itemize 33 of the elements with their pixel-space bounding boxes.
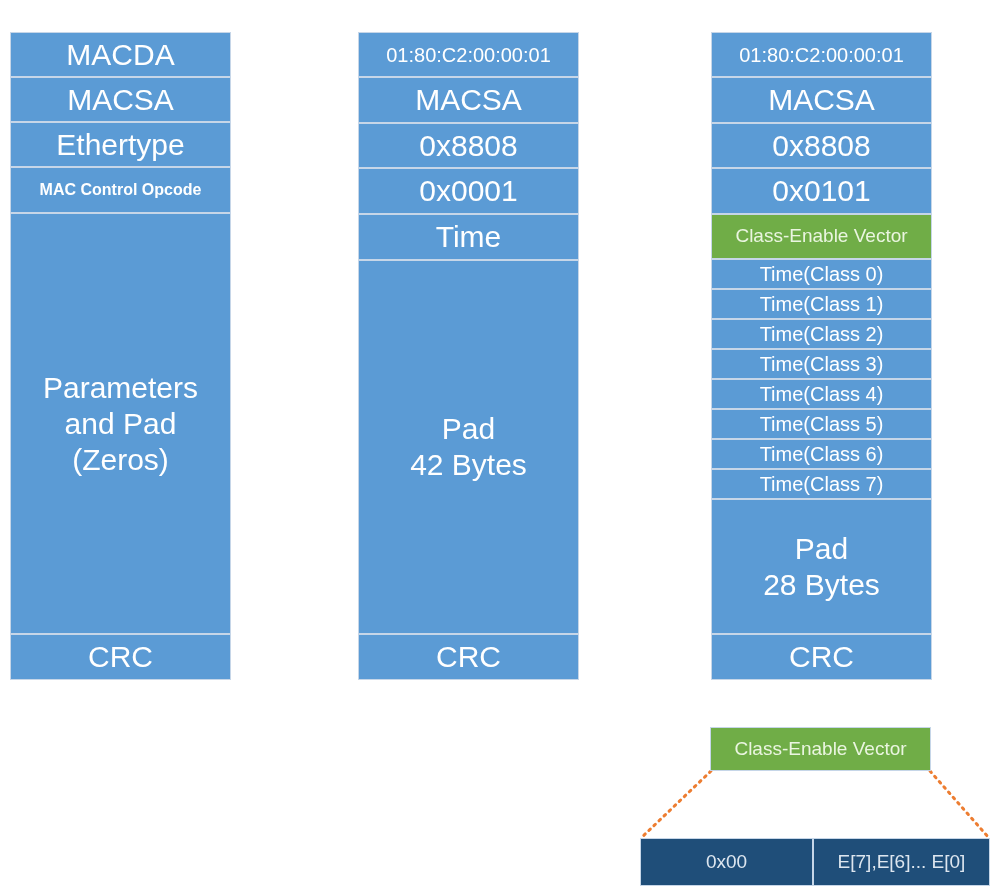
frame-field: Time(Class 2) — [711, 319, 932, 349]
class-enable-field: Class-Enable Vector — [711, 214, 932, 259]
vector-byte-field: 0x00 — [640, 838, 813, 886]
frame-field: Pad 42 Bytes — [358, 260, 579, 634]
class-enable-field: Class-Enable Vector — [710, 727, 931, 771]
frame-field: Time(Class 7) — [711, 469, 932, 499]
frame-field: Time(Class 5) — [711, 409, 932, 439]
frame-field: 0x0101 — [711, 168, 932, 214]
frame-field: Time(Class 6) — [711, 439, 932, 469]
frame-field: 0x8808 — [711, 123, 932, 168]
frame-field: 01:80:C2:00:00:01 — [358, 32, 579, 77]
frame-field: 0x8808 — [358, 123, 579, 168]
frame-field: 0x0001 — [358, 168, 579, 214]
frame-field: Time(Class 4) — [711, 379, 932, 409]
frame-field: Parameters and Pad (Zeros) — [10, 213, 231, 634]
vector-byte-field: E[7],E[6]... E[0] — [813, 838, 990, 886]
frame-field: CRC — [358, 634, 579, 680]
frame-field: MACSA — [358, 77, 579, 123]
frame-field: MACDA — [10, 32, 231, 77]
frame-field: Time(Class 3) — [711, 349, 932, 379]
frame-field: Time — [358, 214, 579, 260]
frame-field: MACSA — [711, 77, 932, 123]
frame-field: Ethertype — [10, 122, 231, 167]
frame-field: MACSA — [10, 77, 231, 122]
frame-field: 01:80:C2:00:00:01 — [711, 32, 932, 77]
frame-field: Time(Class 0) — [711, 259, 932, 289]
frame-field: CRC — [711, 634, 932, 680]
frame-field: Pad 28 Bytes — [711, 499, 932, 634]
leader-line — [639, 769, 713, 840]
leader-line — [928, 769, 991, 840]
frame-field: MAC Control Opcode — [10, 167, 231, 213]
frame-field: Time(Class 1) — [711, 289, 932, 319]
frame-field: CRC — [10, 634, 231, 680]
